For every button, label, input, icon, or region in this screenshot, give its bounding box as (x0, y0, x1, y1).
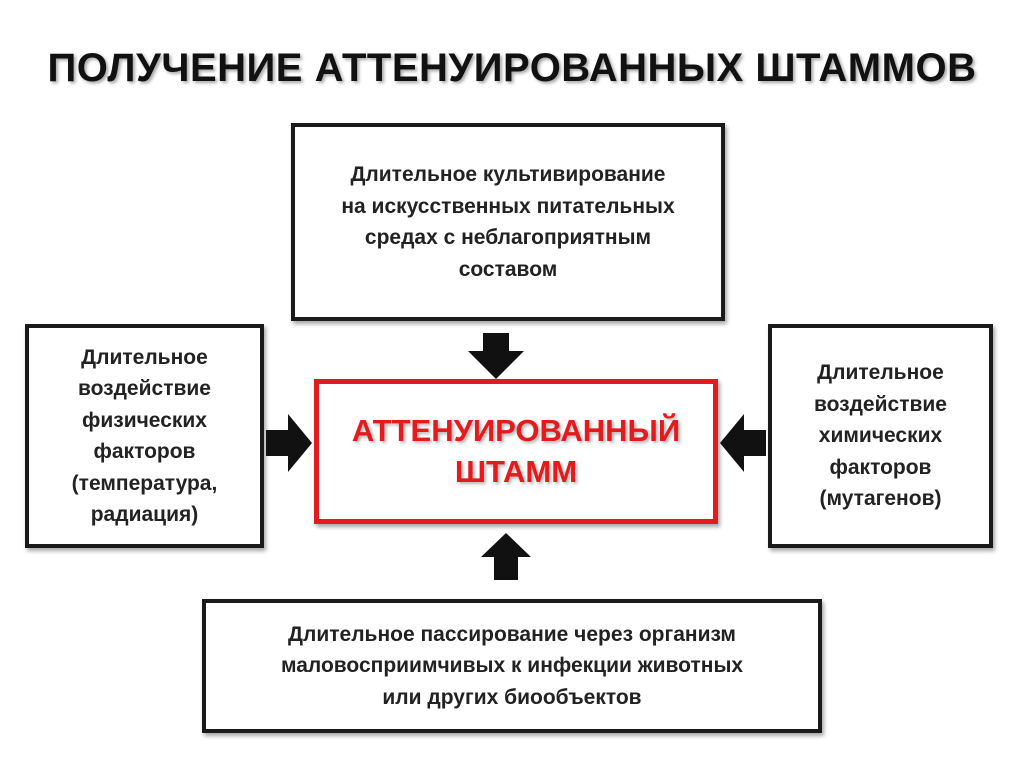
method-box-chemical-factors: Длительное воздействие химических фактор… (768, 324, 993, 548)
method-text-line: факторов (93, 440, 196, 463)
arrow-up-icon (481, 533, 531, 580)
method-box-cultivation: Длительное культивирование на искусствен… (291, 123, 725, 321)
method-text-line: факторов (829, 455, 932, 479)
method-box-physical-factors: Длительное воздействие физических фактор… (25, 324, 264, 548)
method-text-line: воздействие (77, 377, 211, 400)
method-text-line: маловосприимчивых к инфекции животных (280, 654, 744, 678)
arrow-right-icon (266, 414, 312, 472)
method-text-line: Длительное культивирование (350, 163, 666, 186)
method-box-passaging: Длительное пассирование через организм м… (202, 599, 822, 733)
arrow-down-icon (468, 333, 524, 379)
attenuated-strain-box: АТТЕНУИРОВАННЫЙ ШТАММ (314, 379, 718, 524)
method-text-line: физических (81, 408, 207, 432)
center-text: АТТЕНУИРОВАННЫЙ ШТАММ (352, 411, 680, 492)
method-text-line: Длительное пассирование через организм (288, 622, 736, 646)
method-text-line: на искусственных питательных (341, 194, 675, 218)
center-text-line: АТТЕНУИРОВАННЫЙ (351, 413, 681, 449)
center-text-line: ШТАММ (454, 453, 578, 489)
method-text-line: средах с неблагоприятным (364, 226, 652, 249)
method-text: Длительное воздействие химических фактор… (814, 357, 947, 515)
method-text-line: радиация) (90, 503, 199, 526)
method-text-line: составом (458, 257, 558, 281)
diagram-title: ПОЛУЧЕНИЕ АТТЕНУИРОВАННЫХ ШТАММОВ (47, 46, 977, 90)
method-text: Длительное культивирование на искусствен… (341, 159, 674, 285)
method-text: Длительное воздействие физических фактор… (72, 342, 218, 531)
method-text: Длительное пассирование через организм м… (281, 619, 743, 714)
method-text-line: химических (818, 424, 943, 448)
arrow-left-icon (720, 414, 766, 472)
method-text-line: Длительное (81, 345, 208, 369)
method-text-line: (мутагенов) (819, 487, 942, 511)
method-text-line: или других биообъектов (382, 685, 642, 709)
method-text-line: воздействие (813, 392, 947, 416)
method-text-line: (температура, (71, 471, 218, 495)
method-text-line: Длительное (817, 361, 944, 385)
